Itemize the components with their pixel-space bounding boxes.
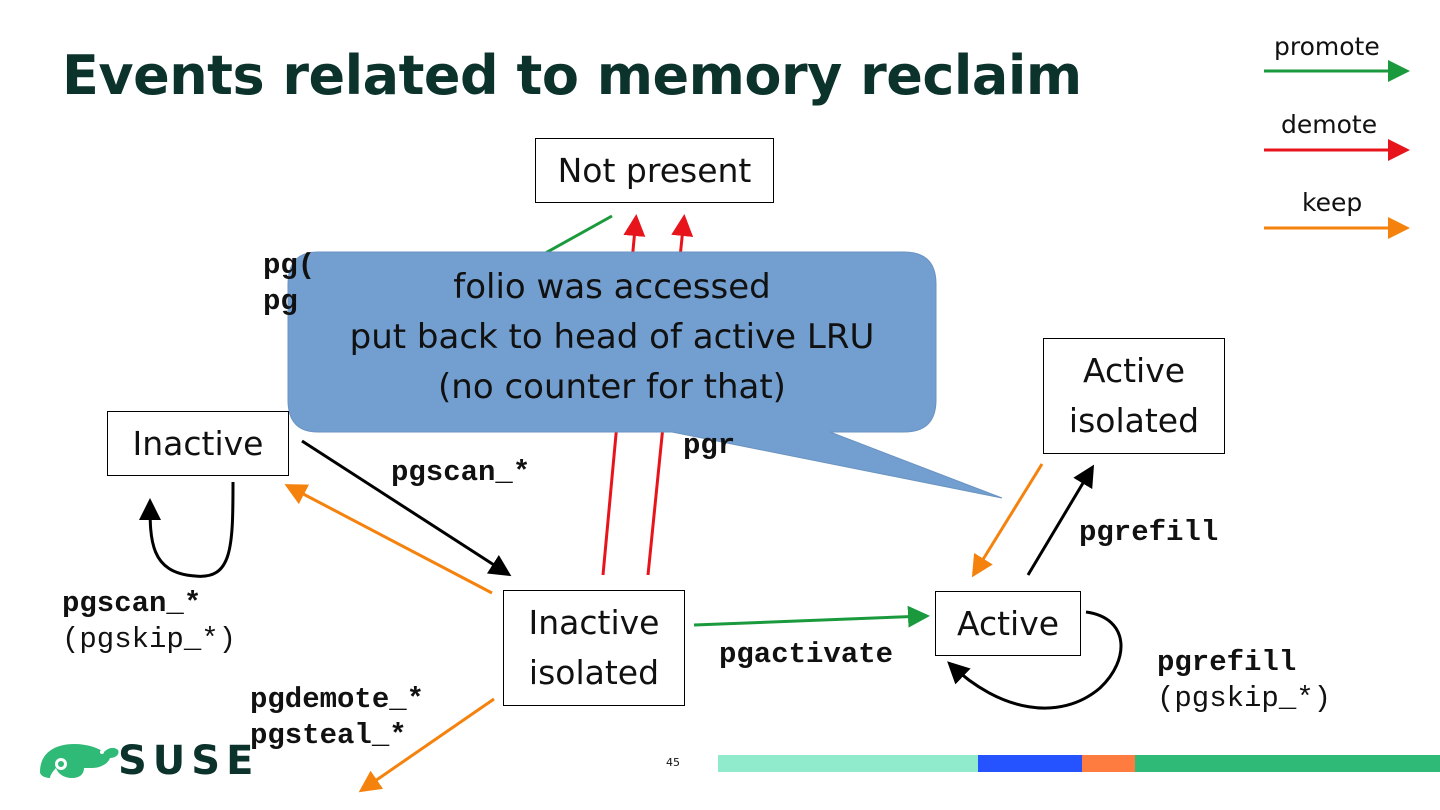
slide-title: Events related to memory reclaim bbox=[62, 44, 1082, 107]
node-active-isolated-line2: isolated bbox=[1068, 401, 1200, 440]
label-hidden-top-left-2: pg bbox=[263, 285, 298, 318]
active-self-loop bbox=[947, 610, 1123, 710]
reclaim-out-arrow bbox=[358, 697, 495, 793]
label-inactive-self-2: (pgskip_*) bbox=[62, 623, 237, 656]
pgactivate-arrow bbox=[693, 605, 930, 628]
suse-logo-icon bbox=[40, 744, 119, 778]
footer-bar-green bbox=[1135, 755, 1440, 772]
keep-arrow-to-inactive bbox=[284, 484, 493, 595]
node-inactive: Inactive bbox=[107, 411, 289, 476]
legend-keep-label: keep bbox=[1302, 188, 1363, 217]
label-pgscan: pgscan_* bbox=[391, 456, 531, 489]
pgscan-arrow bbox=[301, 439, 512, 577]
callout-line-3: (no counter for that) bbox=[438, 367, 786, 407]
pgrefill-arrow bbox=[1026, 464, 1095, 576]
label-active-self-1: pgrefill bbox=[1157, 646, 1297, 679]
callout-text: folio was accessed put back to head of a… bbox=[288, 262, 936, 412]
label-pgsteal: pgsteal_* bbox=[250, 719, 407, 752]
keep-arrow-to-active bbox=[971, 463, 1044, 578]
inactive-self-loop bbox=[139, 481, 235, 578]
node-not-present: Not present bbox=[535, 138, 774, 203]
label-inactive-self-1: pgscan_* bbox=[62, 587, 202, 620]
node-inactive-isolated: Inactive isolated bbox=[503, 590, 685, 706]
label-pgactivate: pgactivate bbox=[719, 638, 894, 671]
footer-bar-blue bbox=[978, 755, 1082, 772]
footer-bar-mint bbox=[718, 755, 978, 772]
footer-bar-orange bbox=[1082, 755, 1135, 772]
promote-line-to-not-present bbox=[539, 214, 613, 258]
callout-bubble bbox=[287, 251, 1003, 499]
label-active-self-2: (pgskip_*) bbox=[1157, 682, 1332, 715]
node-active: Active bbox=[935, 591, 1081, 656]
callout-line-2: put back to head of active LRU bbox=[349, 317, 875, 357]
node-inactive-isolated-line1: Inactive bbox=[528, 603, 660, 642]
page-number: 45 bbox=[666, 756, 680, 769]
node-active-isolated-line1: Active bbox=[1082, 351, 1186, 390]
suse-brand-text: SUSE bbox=[118, 738, 260, 784]
label-hidden-top-left-1: pg( bbox=[263, 249, 316, 282]
node-inactive-isolated-line2: isolated bbox=[528, 653, 660, 692]
legend-promote-label: promote bbox=[1274, 32, 1380, 61]
label-hidden-center: pgr bbox=[683, 429, 736, 462]
callout-line-1: folio was accessed bbox=[453, 267, 771, 307]
node-active-isolated: Active isolated bbox=[1043, 338, 1225, 454]
label-pgrefill: pgrefill bbox=[1079, 516, 1219, 549]
label-pgdemote: pgdemote_* bbox=[250, 683, 425, 716]
legend-demote-label: demote bbox=[1281, 110, 1378, 139]
